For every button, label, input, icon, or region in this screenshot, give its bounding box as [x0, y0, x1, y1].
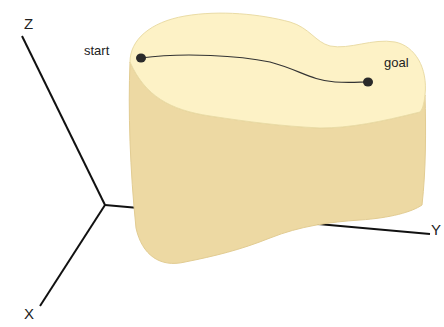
x-axis [40, 205, 105, 306]
z-axis [22, 36, 105, 205]
axis-label: Y [431, 222, 441, 237]
extrusion-top [130, 13, 425, 128]
point-label: start [84, 44, 109, 57]
planned-path [141, 55, 368, 82]
start-point [136, 54, 146, 63]
goal-point [363, 78, 373, 87]
axis-label: X [24, 306, 34, 321]
axis-label: Z [24, 16, 33, 31]
point-label: goal [384, 56, 409, 69]
